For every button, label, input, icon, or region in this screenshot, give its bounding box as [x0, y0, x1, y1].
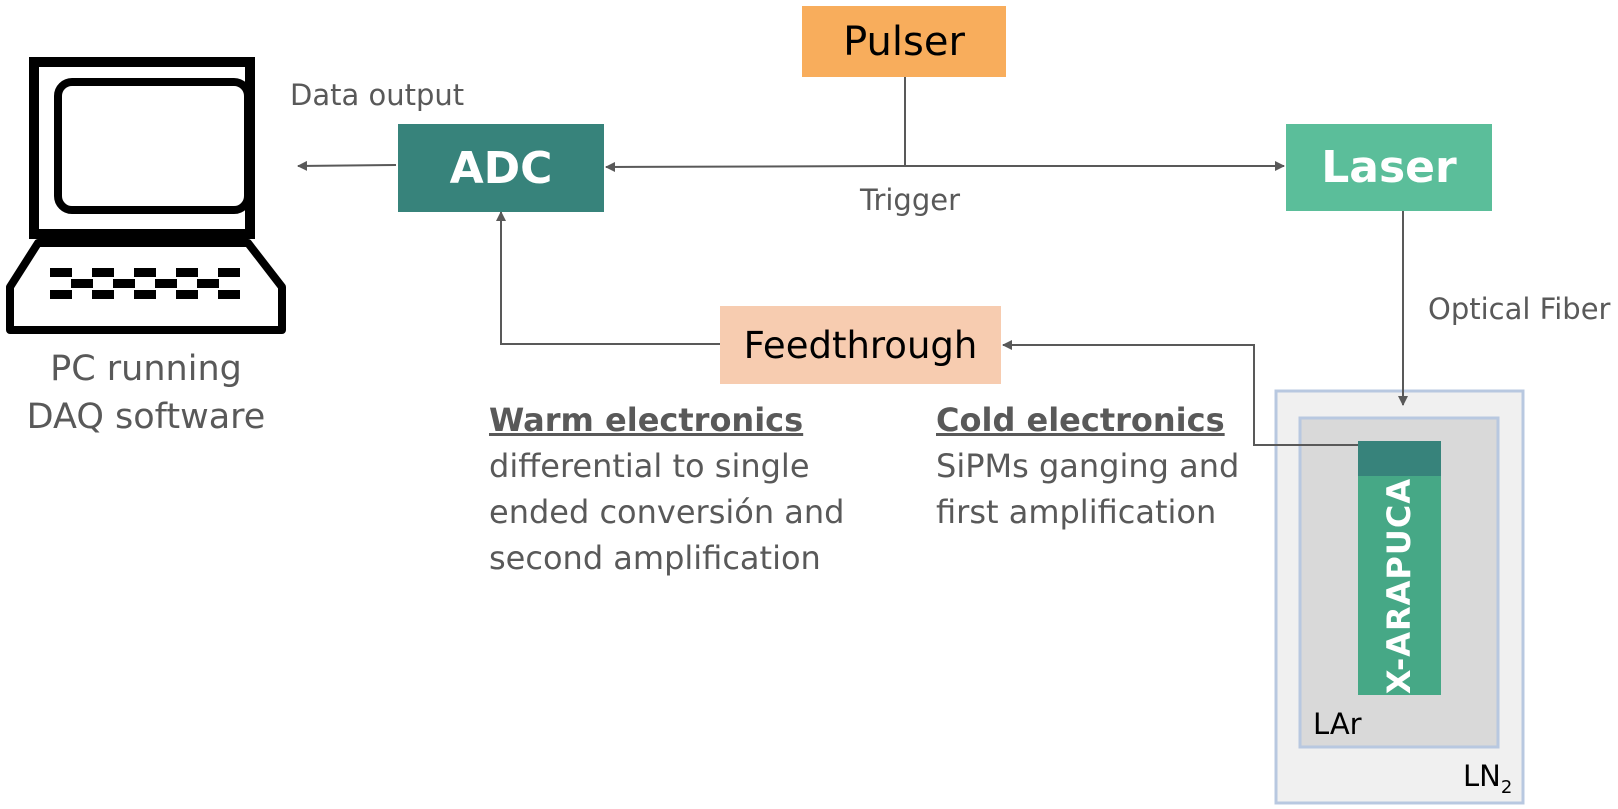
computer-icon: [6, 57, 286, 334]
data-output-label: Data output: [290, 78, 465, 112]
warm-electronics-heading: Warm electronics: [489, 401, 804, 439]
lar-label: LAr: [1313, 707, 1362, 741]
cold-electronics-line2: first amplification: [936, 493, 1217, 531]
xarapuca-to-feedthrough-arrow: [1002, 340, 1358, 446]
pc-caption-line1: PC running: [50, 349, 242, 389]
xarapuca-label: X-ARAPUCA: [1380, 477, 1418, 695]
cold-electronics-heading: Cold electronics: [936, 401, 1225, 439]
pulser-box: Pulser: [802, 6, 1006, 77]
warm-electronics-text: Warm electronics differential to single …: [489, 397, 844, 581]
cold-electronics-line1: SiPMs ganging and: [936, 447, 1240, 485]
laser-box: Laser: [1286, 124, 1492, 211]
feedthrough-label: Feedthrough: [743, 323, 978, 367]
pc-caption: PC running DAQ software: [0, 345, 292, 441]
warm-electronics-line3: second amplification: [489, 539, 821, 577]
optical-fiber-label: Optical Fiber: [1428, 292, 1611, 326]
ln2-label-subscript: 2: [1500, 776, 1513, 798]
warm-electronics-line2: ended conversión and: [489, 493, 845, 531]
feedthrough-to-adc-arrow: [496, 211, 720, 345]
trigger-label: Trigger: [860, 183, 961, 217]
ln2-label-main: LN: [1463, 759, 1501, 793]
feedthrough-box: Feedthrough: [720, 306, 1001, 384]
ln2-label: LN2: [1463, 759, 1512, 798]
cold-electronics-text: Cold electronics SiPMs ganging and first…: [936, 397, 1239, 535]
warm-electronics-line1: differential to single: [489, 447, 810, 485]
data-output-arrow: [297, 160, 397, 171]
adc-box: ADC: [398, 124, 604, 212]
trigger-to-adc-arrow: [605, 161, 906, 172]
pc-caption-line2: DAQ software: [26, 397, 266, 437]
pulser-label: Pulser: [843, 18, 965, 65]
adc-label: ADC: [449, 142, 553, 194]
laser-label: Laser: [1321, 142, 1457, 193]
xarapuca-module: [1358, 441, 1441, 695]
